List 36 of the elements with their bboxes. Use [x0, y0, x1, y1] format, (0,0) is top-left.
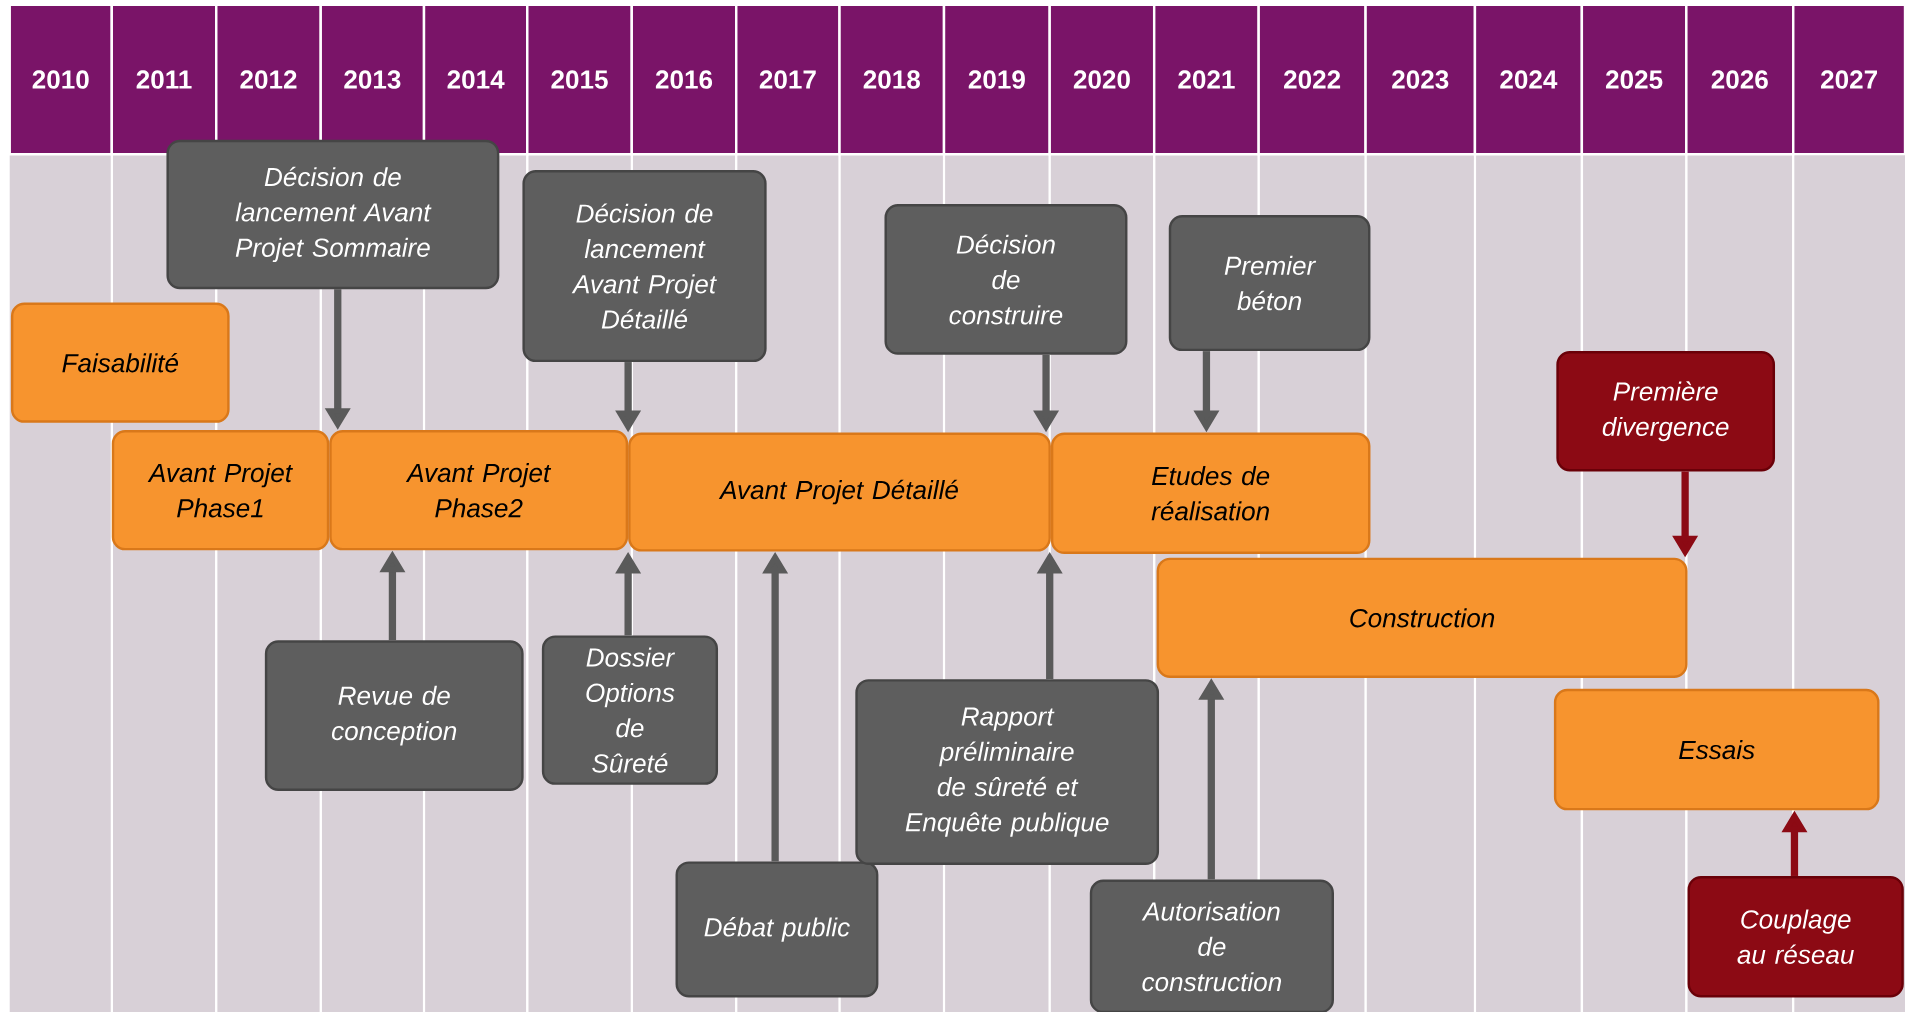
- phase-bar: Construction: [1156, 557, 1688, 678]
- year-cell: 2014: [422, 3, 529, 156]
- phase-bar: Avant Projet Phase2: [329, 430, 629, 551]
- year-cell: 2021: [1152, 3, 1260, 156]
- year-cell: 2027: [1792, 3, 1905, 156]
- year-cell: 2016: [630, 3, 738, 156]
- milestone-box: Première divergence: [1556, 351, 1776, 472]
- milestone-box: Couplage au réseau: [1687, 875, 1904, 998]
- milestone-box: Décision de construire: [884, 204, 1128, 355]
- phase-bar: Faisabilité: [10, 302, 230, 423]
- year-cell: 2018: [838, 3, 946, 156]
- year-cell: 2017: [735, 3, 841, 156]
- milestone-box: Premier béton: [1168, 215, 1371, 352]
- year-cell: 2020: [1048, 3, 1156, 156]
- milestone-box: Autorisation de construction: [1089, 879, 1334, 1012]
- phase-bar: Avant Projet Détaillé: [628, 432, 1051, 552]
- phase-bar: Etudes de réalisation: [1050, 432, 1371, 554]
- milestone-box: Décision de lancement Avant Projet Détaillé: [522, 170, 767, 363]
- year-cell: 2015: [526, 3, 633, 156]
- year-cell: 2019: [942, 3, 1051, 156]
- year-cell: 2026: [1685, 3, 1795, 156]
- phase-bar: Essais: [1553, 688, 1880, 811]
- year-cell: 2010: [8, 3, 113, 156]
- year-cell: 2025: [1580, 3, 1688, 156]
- year-cell: 2024: [1473, 3, 1584, 156]
- milestone-box: Revue de conception: [264, 640, 524, 791]
- year-cell: 2011: [110, 3, 218, 156]
- milestone-box: Rapport préliminaire de sûreté et Enquête publique: [855, 679, 1160, 866]
- phase-bar: Avant Projet Phase1: [111, 430, 330, 551]
- milestone-box: Débat public: [675, 861, 879, 998]
- milestone-box: Décision de lancement Avant Projet Sommaire: [166, 139, 500, 290]
- year-cell: 2022: [1257, 3, 1367, 156]
- year-cell: 2012: [215, 3, 322, 156]
- year-cell: 2023: [1364, 3, 1477, 156]
- year-cell: 2013: [319, 3, 426, 156]
- milestone-box: Dossier Options de Sûreté: [541, 635, 719, 785]
